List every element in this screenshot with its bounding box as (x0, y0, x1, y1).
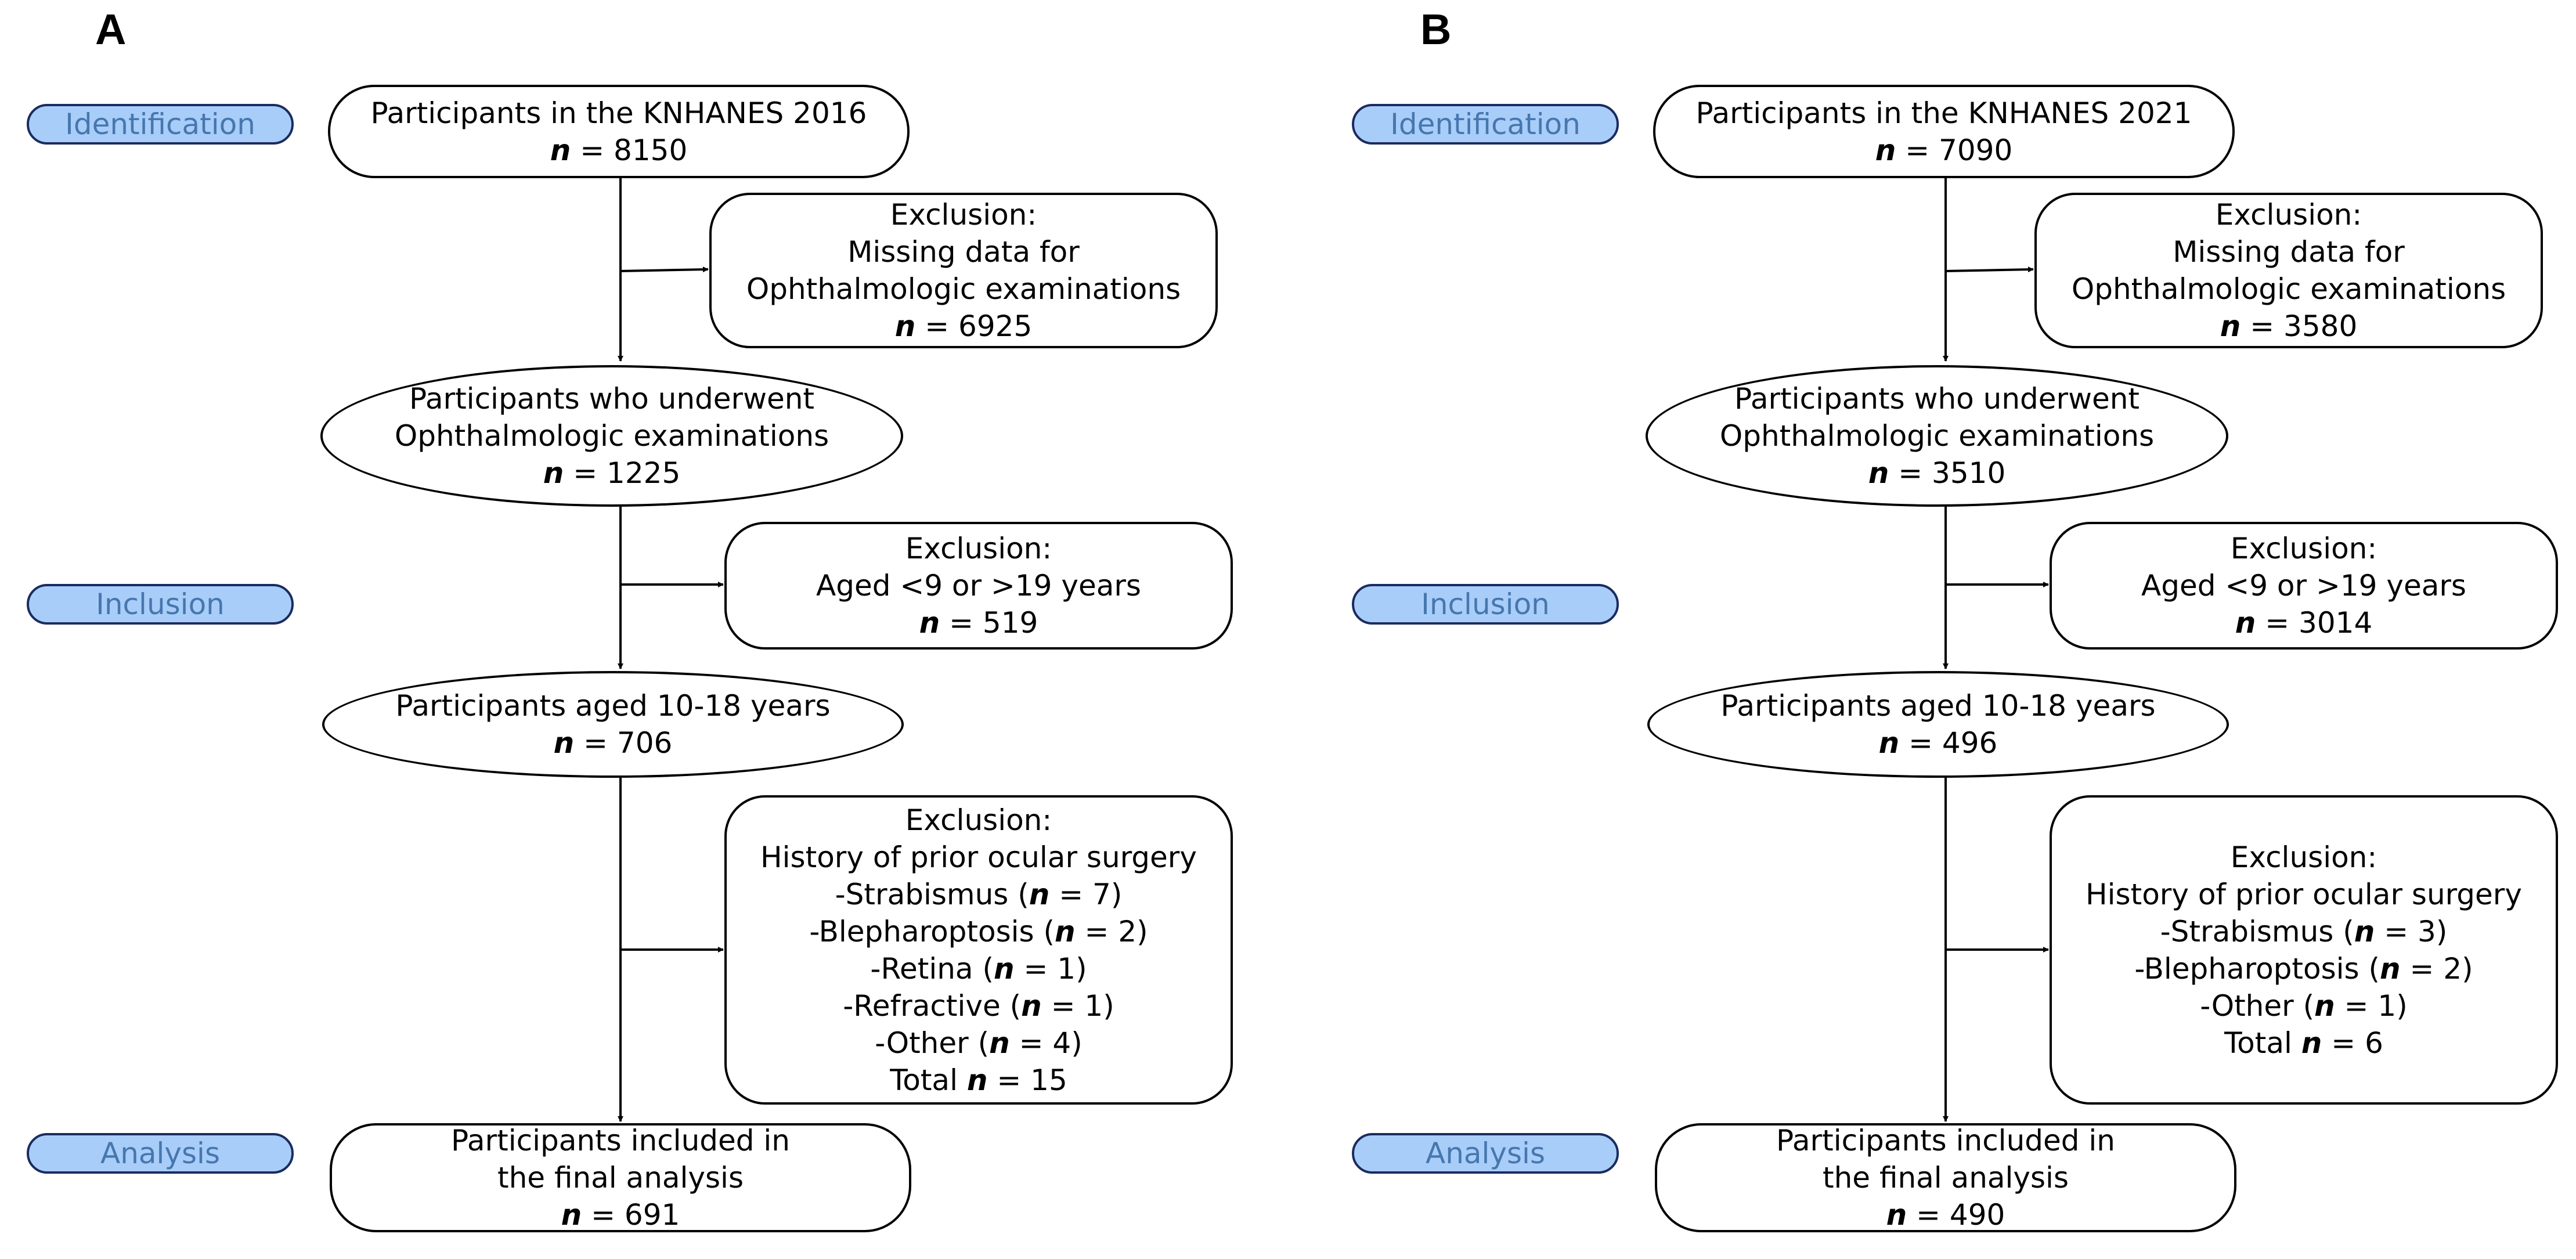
box-text-line: Aged <9 or >19 years (2141, 569, 2466, 603)
box-count: n = 490 (1886, 1198, 2005, 1232)
box-text-line: Participants in the KNHANES 2021 (1695, 96, 2192, 130)
box-final-analysis: Participants included in the final analy… (1655, 1123, 2236, 1232)
surgery-item: -Strabismus (n = 7) (835, 877, 1123, 911)
phase-analysis: Analysis (27, 1133, 294, 1174)
surgery-item: -Blepharoptosis (n = 2) (2134, 951, 2473, 986)
surgery-item: -Other (n = 4) (875, 1026, 1083, 1060)
flowchart-panel-a: A Identification Inclusion Analysis Part… (27, 5, 1233, 1232)
box-text-line: Exclusion: (890, 198, 1037, 232)
box-text-line: Ophthalmologic examinations (1719, 419, 2155, 453)
flow-arrows (618, 178, 724, 1122)
box-text-line: Participants who underwent (1734, 382, 2140, 416)
arrow-exclusion-1 (620, 266, 709, 273)
box-exclusion-age: Exclusion: Aged <9 or >19 years n = 519 (724, 522, 1233, 650)
box-text-line: Missing data for (2173, 235, 2405, 269)
flow-arrows (1943, 178, 2049, 1122)
phase-analysis: Analysis (1352, 1133, 1619, 1174)
box-text-line: Participants included in (451, 1124, 790, 1157)
box-count: n = 706 (553, 726, 673, 760)
flowchart-panel-b: B Identification Inclusion Analysis Part… (1325, 0, 2576, 1259)
phase-identification: Identification (27, 104, 294, 145)
box-text-line: Participants aged 10-18 years (1720, 689, 2156, 723)
box-text-line: Exclusion: (2230, 840, 2377, 874)
box-exclusion-ocular-surgery: Exclusion: History of prior ocular surge… (2050, 795, 2558, 1105)
box-text-line: Exclusion: (905, 803, 1052, 837)
surgery-item: -Strabismus (n = 3) (2160, 914, 2448, 948)
box-count: n = 3510 (1868, 456, 2006, 490)
box-count: n = 519 (919, 606, 1038, 640)
phase-identification: Identification (1352, 104, 1619, 145)
box-ophthalmologic-exam: Participants who underwent Ophthalmologi… (1646, 365, 2228, 507)
box-text-line: the final analysis (497, 1161, 744, 1195)
box-count: n = 496 (1878, 726, 1998, 760)
box-text-line: Participants in the KNHANES 2016 (370, 96, 867, 130)
box-ophthalmologic-exam: Participants who underwent Ophthalmologi… (320, 365, 903, 507)
surgery-item: -Retina (n = 1) (870, 951, 1087, 986)
box-exclusion-missing-data: Exclusion: Missing data for Ophthalmolog… (2034, 193, 2543, 348)
box-final-analysis: Participants included in the final analy… (330, 1123, 911, 1232)
box-participants-knhanes: Participants in the KNHANES 2021 n = 709… (1653, 85, 2235, 178)
phase-inclusion: Inclusion (1352, 584, 1619, 625)
arrow-exclusion-1 (1945, 266, 2034, 273)
box-text-line: Exclusion: (2215, 198, 2362, 232)
box-count: n = 1225 (543, 456, 681, 490)
box-text-line: the final analysis (1823, 1161, 2069, 1195)
box-exclusion-missing-data: Exclusion: Missing data for Ophthalmolog… (709, 193, 1218, 348)
box-text-line: History of prior ocular surgery (2086, 877, 2522, 911)
box-count: n = 691 (561, 1198, 680, 1232)
box-participants-knhanes: Participants in the KNHANES 2016 n = 815… (328, 85, 910, 178)
box-text-line: Ophthalmologic examinations (394, 419, 829, 453)
box-count: n = 3580 (2220, 309, 2358, 343)
box-exclusion-age: Exclusion: Aged <9 or >19 years n = 3014 (2050, 522, 2558, 650)
box-exclusion-ocular-surgery: Exclusion: History of prior ocular surge… (724, 795, 1233, 1105)
box-text-line: Ophthalmologic examinations (746, 272, 1181, 306)
phase-inclusion: Inclusion (27, 584, 294, 625)
box-text-line: Exclusion: (905, 532, 1052, 565)
box-aged-10-18: Participants aged 10-18 years n = 706 (322, 671, 904, 778)
box-count: n = 6925 (894, 309, 1033, 343)
box-text-line: Participants aged 10-18 years (395, 689, 831, 723)
surgery-item: -Other (n = 1) (2200, 989, 2408, 1023)
surgery-item: -Blepharoptosis (n = 2) (809, 914, 1148, 948)
box-count: n = 8150 (550, 133, 688, 167)
surgery-total: Total n = 15 (890, 1063, 1067, 1097)
box-aged-10-18: Participants aged 10-18 years n = 496 (1647, 671, 2229, 778)
box-count: n = 3014 (2235, 606, 2373, 640)
box-text-line: Missing data for (847, 235, 1080, 269)
box-text-line: Exclusion: (2230, 532, 2377, 565)
box-text-line: Aged <9 or >19 years (816, 569, 1141, 603)
surgery-item: -Refractive (n = 1) (843, 989, 1114, 1023)
box-text-line: Participants who underwent (409, 382, 815, 416)
panel-label: B (1420, 5, 1452, 53)
box-text-line: Participants included in (1776, 1124, 2115, 1157)
surgery-total: Total n = 6 (2224, 1026, 2383, 1060)
box-count: n = 7090 (1875, 133, 2013, 167)
box-text-line: Ophthalmologic examinations (2071, 272, 2506, 306)
panel-label: A (95, 5, 127, 53)
box-text-line: History of prior ocular surgery (760, 840, 1197, 874)
